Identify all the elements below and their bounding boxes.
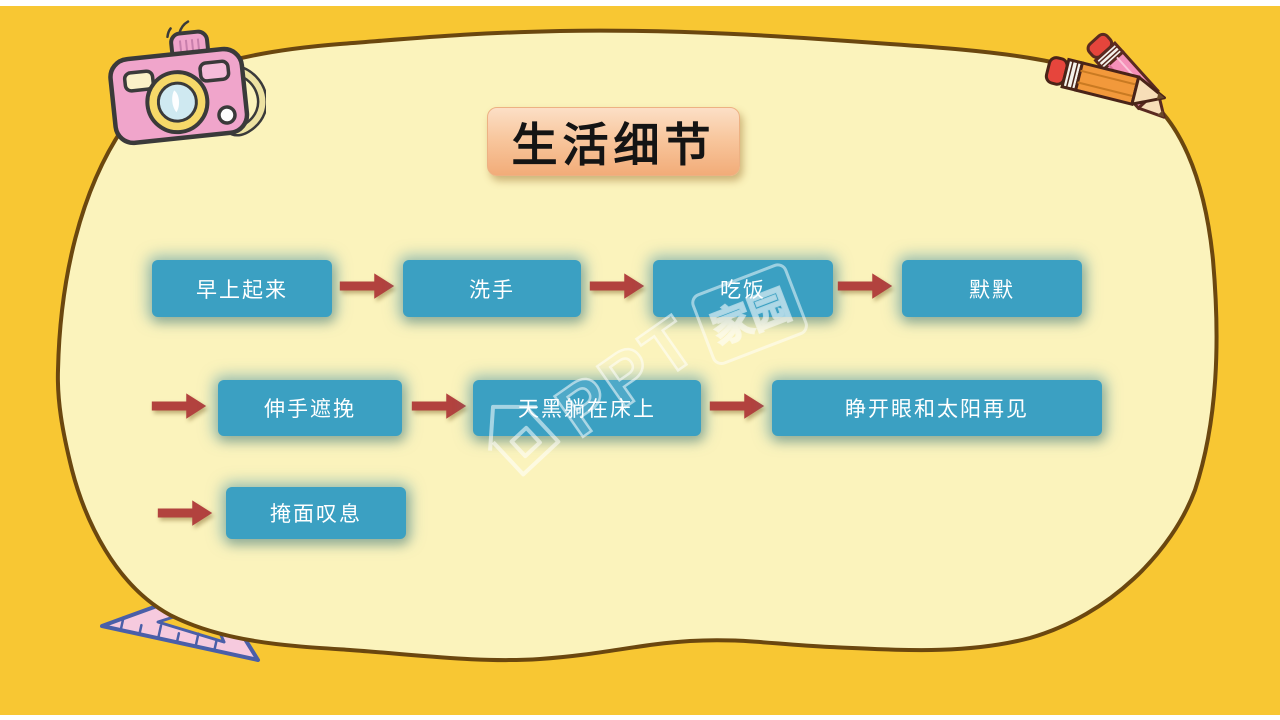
arrow-right-icon — [709, 393, 765, 419]
flow-step-box: 掩面叹息 — [226, 487, 406, 539]
flow-step-box: 睁开眼和太阳再见 — [772, 380, 1102, 436]
flow-step-label: 伸手遮挽 — [264, 397, 356, 421]
camera-illustration — [108, 20, 266, 146]
flow-step-box: 早上起来 — [152, 260, 332, 317]
arrow-right-icon — [339, 273, 395, 299]
flow-step-label: 睁开眼和太阳再见 — [845, 397, 1029, 421]
flow-step-box: 默默 — [902, 260, 1082, 317]
top-white-strip — [0, 0, 1280, 6]
flow-step-box: 天黑躺在床上 — [473, 380, 701, 436]
flow-step-label: 默默 — [969, 277, 1015, 302]
arrow-right-icon — [589, 273, 645, 299]
slide-title: 生活细节 — [511, 118, 716, 171]
flow-step-label: 掩面叹息 — [270, 502, 362, 526]
crossed-pencils-illustration — [1044, 32, 1166, 119]
flow-step-box: 吃饭 — [653, 260, 833, 317]
slide-title-box: 生活细节 — [487, 107, 740, 176]
flow-step-label: 天黑躺在床上 — [518, 397, 656, 421]
flow-step-label: 洗手 — [469, 277, 515, 302]
flow-step-box: 洗手 — [403, 260, 581, 317]
flow-step-box: 伸手遮挽 — [218, 380, 402, 436]
arrow-right-icon — [837, 273, 893, 299]
flow-step-label: 吃饭 — [720, 277, 766, 302]
flow-step-label: 早上起来 — [196, 277, 288, 302]
arrow-right-icon — [151, 393, 207, 419]
bottom-white-strip — [0, 715, 1280, 720]
arrow-right-icon — [411, 393, 467, 419]
arrow-right-icon — [157, 500, 213, 526]
